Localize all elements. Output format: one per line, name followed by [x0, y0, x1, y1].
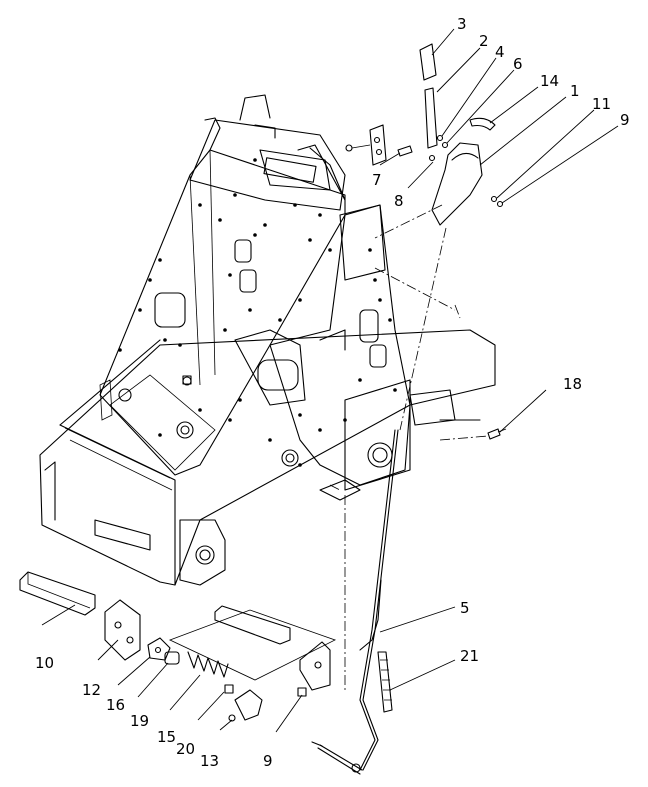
callout-11: 11: [592, 95, 611, 113]
callout-5: 5: [460, 599, 470, 617]
callout-4: 4: [495, 43, 505, 61]
callout-16: 16: [106, 696, 125, 714]
callout-13: 13: [200, 752, 219, 770]
callout-15: 15: [157, 728, 176, 746]
frame-holes: [118, 158, 397, 467]
callout-1: 1: [570, 82, 580, 100]
callout-8: 8: [394, 192, 404, 210]
callout-3: 3: [457, 15, 467, 33]
control-lever-assembly: [345, 43, 507, 440]
callout-19: 19: [130, 712, 149, 730]
leader-lines: [41, 28, 619, 733]
callout-6: 6: [513, 55, 523, 73]
main-frame: [39, 94, 496, 586]
callout-21: 21: [460, 647, 479, 665]
callout-14: 14: [540, 72, 559, 90]
callout-labels: 3 2 4 6 14 1 11 9 7 8 18 5 21 10 12 16 1…: [35, 15, 630, 770]
callout-9-bottom: 9: [263, 752, 273, 770]
callout-10: 10: [35, 654, 54, 672]
cable-assembly: [311, 429, 399, 775]
callout-2: 2: [479, 32, 489, 50]
callout-12: 12: [82, 681, 101, 699]
lower-parts: [19, 571, 337, 722]
alignment-lines: [329, 204, 489, 690]
callout-9-top: 9: [620, 111, 630, 129]
callout-20: 20: [176, 740, 195, 758]
callout-18: 18: [563, 375, 582, 393]
callout-7: 7: [372, 171, 382, 189]
